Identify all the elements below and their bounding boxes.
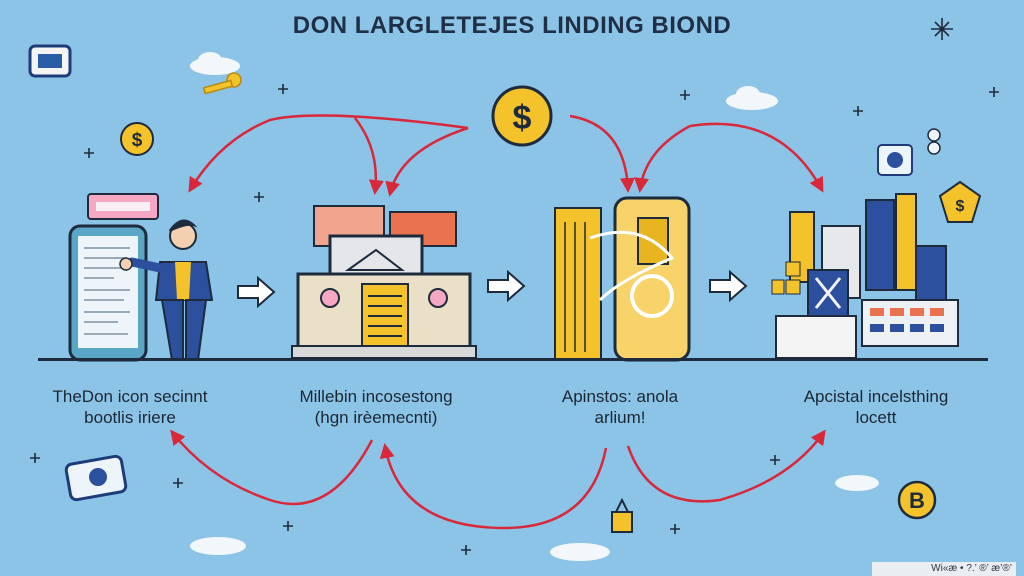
key-icon bbox=[202, 72, 242, 95]
stage-4-line2: locett bbox=[855, 408, 897, 427]
dollar-tag-icon: $ bbox=[938, 180, 982, 223]
stage-2-label: Millebin incosestong (hgn irèemecnti) bbox=[266, 386, 486, 428]
stage-4-label: Apcistal incelsthing locett bbox=[766, 386, 986, 428]
stage-3-line1: Apinstos: anola bbox=[561, 387, 679, 406]
flow-arrows-bottom bbox=[170, 429, 826, 530]
phone-icon bbox=[68, 224, 148, 362]
svg-text:B: B bbox=[909, 488, 925, 513]
chat-bubble-icon bbox=[87, 193, 159, 220]
stage-3-label: Apinstos: anola arlium! bbox=[510, 386, 730, 428]
dollar-coin-icon: $ bbox=[491, 85, 553, 147]
laptop-icon bbox=[291, 205, 477, 359]
stage-1-line2: bootlis iriere bbox=[84, 408, 176, 427]
lock-icon bbox=[611, 497, 633, 533]
watermark-footer: Wi«æ • ?.’ ®’ æ’®’ bbox=[872, 562, 1016, 576]
ground-line bbox=[38, 358, 988, 361]
stage-1-line1: TheDon icon secinnt bbox=[52, 387, 208, 406]
diagram-title: DON LARGLETEJES LINDING BIOND bbox=[292, 12, 732, 39]
coin-pile-icon bbox=[927, 128, 941, 155]
dollar-coin-icon: $ bbox=[120, 122, 154, 156]
svg-text:$: $ bbox=[132, 130, 143, 151]
gear-badge-icon bbox=[877, 144, 913, 176]
stage-3-line2: arlium! bbox=[594, 408, 646, 427]
tv-icon bbox=[28, 44, 72, 78]
camera-icon bbox=[64, 454, 128, 502]
stage-1-label: TheDon icon secinnt bootlis iriere bbox=[20, 386, 240, 428]
stage-2-line1: Millebin incosestong bbox=[299, 387, 453, 406]
step-arrows bbox=[237, 269, 748, 309]
stage-4-line1: Apcistal incelsthing bbox=[803, 387, 949, 406]
sparkle-icon bbox=[30, 18, 999, 555]
safe-vault-icon bbox=[554, 196, 691, 362]
cloud-icon bbox=[190, 52, 879, 561]
svg-text:$: $ bbox=[513, 99, 532, 137]
stage-2-line2: (hgn irèemecnti) bbox=[314, 408, 438, 427]
bitcoin-coin-icon: B bbox=[897, 480, 937, 520]
person-icon bbox=[119, 219, 214, 361]
flow-arrows-top bbox=[188, 114, 824, 197]
svg-text:$: $ bbox=[956, 198, 965, 215]
city-icon bbox=[771, 193, 959, 359]
